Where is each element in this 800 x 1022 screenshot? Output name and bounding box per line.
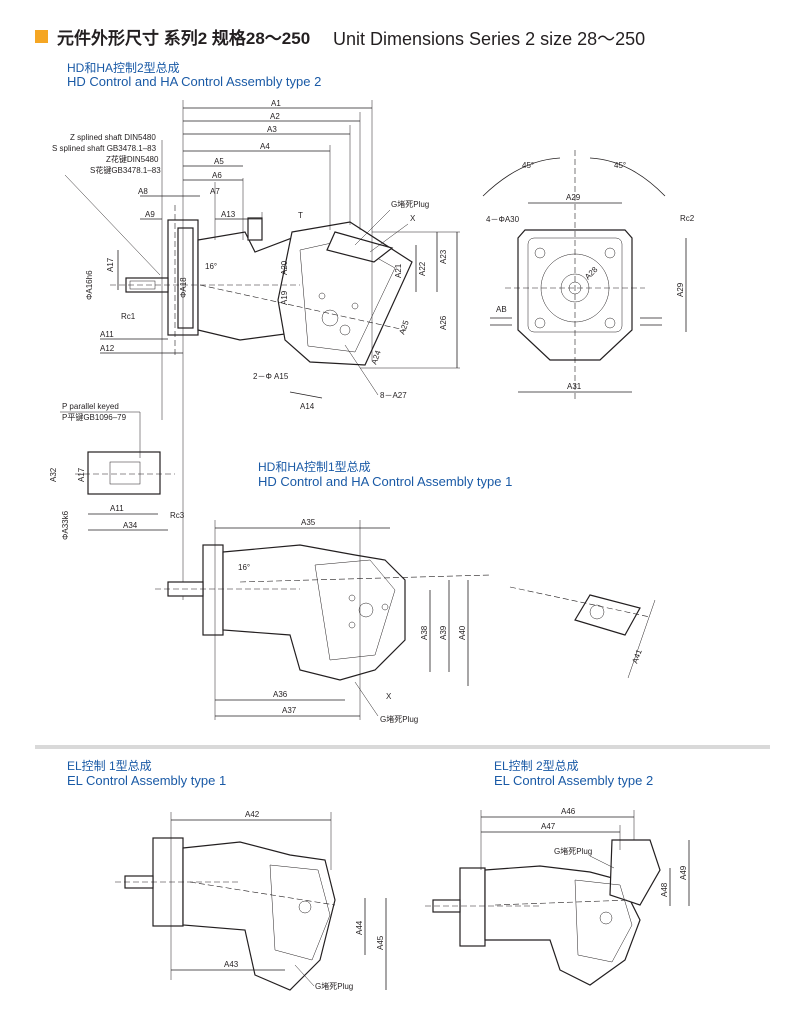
label-x-top: X [410, 214, 416, 223]
dim-a7: A7 [210, 187, 220, 196]
note-s-cn: S花键GB3478.1–83 [90, 165, 161, 175]
angle-45-left: 45° [522, 161, 534, 170]
dim-a22: A22 [418, 261, 427, 276]
label-g-plug-top: G堵死Plug [391, 199, 429, 209]
dim-a27: 8－A27 [380, 391, 407, 400]
dim-a29-side: A29 [676, 282, 685, 297]
hd-type2-side-view: A1 A2 A3 A4 A5 A6 A7 A8 A9 A13 T A11 A12… [52, 99, 460, 600]
label-g-plug-el2: G堵死Plug [554, 846, 592, 856]
p-keyed-shaft: P parallel keyed P平键GB1096–79 A32 A17 ΦA… [49, 402, 185, 540]
dim-a8: A8 [138, 187, 148, 196]
dim-a32: A32 [49, 467, 58, 482]
dim-a16: ΦA16h6 [85, 270, 94, 300]
dim-a17: A17 [106, 257, 115, 272]
dim-a2: A2 [270, 112, 280, 121]
dim-a9: A9 [145, 210, 155, 219]
dim-a20: A20 [280, 260, 289, 275]
note-z-splined: Z splined shaft DIN5480 [70, 133, 156, 142]
dim-a43: A43 [224, 960, 239, 969]
dim-a19: A19 [280, 290, 289, 305]
dim-a41: A41 [630, 648, 644, 665]
dim-a44: A44 [355, 920, 364, 935]
dim-a49: A49 [679, 865, 688, 880]
dim-a18: ΦA18 [179, 277, 188, 298]
note-p-cn: P平键GB1096–79 [62, 412, 127, 422]
dim-a39: A39 [439, 625, 448, 640]
dim-a46: A46 [561, 807, 576, 816]
el-type2-side-view: A46 A47 A48 A49 G堵死Plug [425, 807, 690, 986]
dim-a37: A37 [282, 706, 297, 715]
section-title-en-hd-type1: HD Control and HA Control Assembly type … [258, 474, 513, 489]
label-rc3: Rc3 [170, 511, 185, 520]
dim-a1: A1 [271, 99, 281, 108]
header-title-cn: 元件外形尺寸 系列2 规格28～250 [57, 29, 311, 48]
label-ab: AB [496, 305, 507, 314]
section-title-en-hd-type2: HD Control and HA Control Assembly type … [67, 74, 322, 89]
dim-a15: 2－Φ A15 [253, 372, 289, 381]
dim-a47: A47 [541, 822, 556, 831]
dim-a34: A34 [123, 521, 138, 530]
dim-a3: A3 [267, 125, 277, 134]
dim-a21: A21 [394, 263, 403, 278]
dim-a25: A25 [397, 319, 411, 336]
angle-16-mid: 16° [238, 563, 250, 572]
dim-a6: A6 [212, 171, 222, 180]
angle-45-right: 45° [614, 161, 626, 170]
end-view: 45° 45° A29 4－ΦA30 Rc2 A29 AB A31 A28 [482, 150, 695, 400]
label-rc2: Rc2 [680, 214, 695, 223]
dim-a48: A48 [660, 882, 669, 897]
header-title-en: Unit Dimensions Series 2 size 28～250 [333, 29, 646, 49]
section-title-cn-hd-type2: HD和HA控制2型总成 [67, 61, 180, 75]
dim-a40: A40 [458, 625, 467, 640]
dim-a35: A35 [301, 518, 316, 527]
dim-a36: A36 [273, 690, 288, 699]
dim-a23: A23 [439, 249, 448, 264]
section-title-en-el-type1: EL Control Assembly type 1 [67, 773, 227, 788]
dim-a4: A4 [260, 142, 270, 151]
section-title-cn-el-type2: EL控制 2型总成 [494, 759, 579, 773]
dim-a45: A45 [376, 935, 385, 950]
hd-type1-side-view: A35 A36 A37 16° A38 A39 A40 X G堵死Plug A4… [155, 518, 656, 724]
dim-a26: A26 [439, 315, 448, 330]
dim-a31: A31 [567, 382, 582, 391]
label-t: T [298, 211, 303, 220]
section-title-en-el-type2: EL Control Assembly type 2 [494, 773, 654, 788]
dim-a38: A38 [420, 625, 429, 640]
section-title-cn-el-type1: EL控制 1型总成 [67, 759, 152, 773]
dim-a33: ΦA33k6 [61, 510, 70, 540]
label-x-mid: X [386, 692, 392, 701]
note-z-cn: Z花键DIN5480 [106, 154, 159, 164]
dim-a11: A11 [100, 330, 114, 339]
label-g-plug-el1: G堵死Plug [315, 981, 353, 991]
dim-a17-p: A17 [77, 467, 86, 482]
dim-a5: A5 [214, 157, 224, 166]
note-p-keyed: P parallel keyed [62, 402, 119, 411]
label-g-plug-mid: G堵死Plug [380, 714, 418, 724]
note-s-splined: S splined shaft GB3478.1–83 [52, 144, 157, 153]
dim-a12: A12 [100, 344, 115, 353]
el-type1-side-view: A42 A43 A44 A45 G堵死Plug [115, 810, 387, 991]
dim-a13: A13 [221, 210, 236, 219]
dim-a11-p: A11 [110, 504, 124, 513]
dim-a14: A14 [300, 402, 315, 411]
dim-a29-top: A29 [566, 193, 581, 202]
dim-a42: A42 [245, 810, 260, 819]
label-rc1: Rc1 [121, 312, 136, 321]
header-accent-square [35, 30, 48, 43]
section-title-cn-hd-type1: HD和HA控制1型总成 [258, 460, 371, 474]
dim-a30: 4－ΦA30 [486, 215, 520, 224]
section-divider [35, 745, 770, 749]
angle-16-top: 16° [205, 262, 217, 271]
